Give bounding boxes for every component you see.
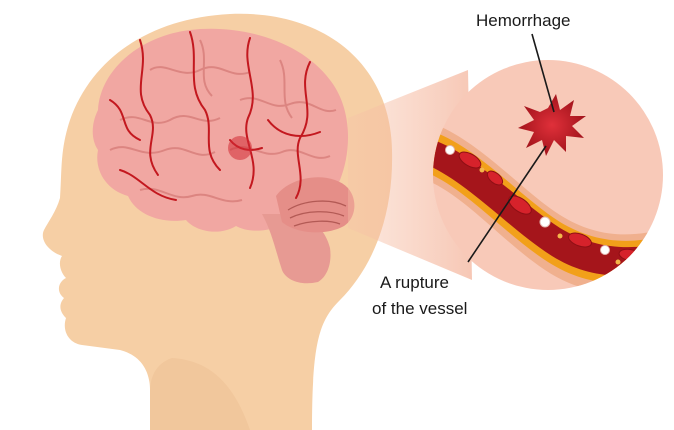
hemorrhage-label: Hemorrhage <box>476 11 571 30</box>
rupture-label-line1: A rupture <box>380 273 449 292</box>
rupture-label-line2: of the vessel <box>372 299 467 318</box>
bleed-spot <box>228 136 252 160</box>
